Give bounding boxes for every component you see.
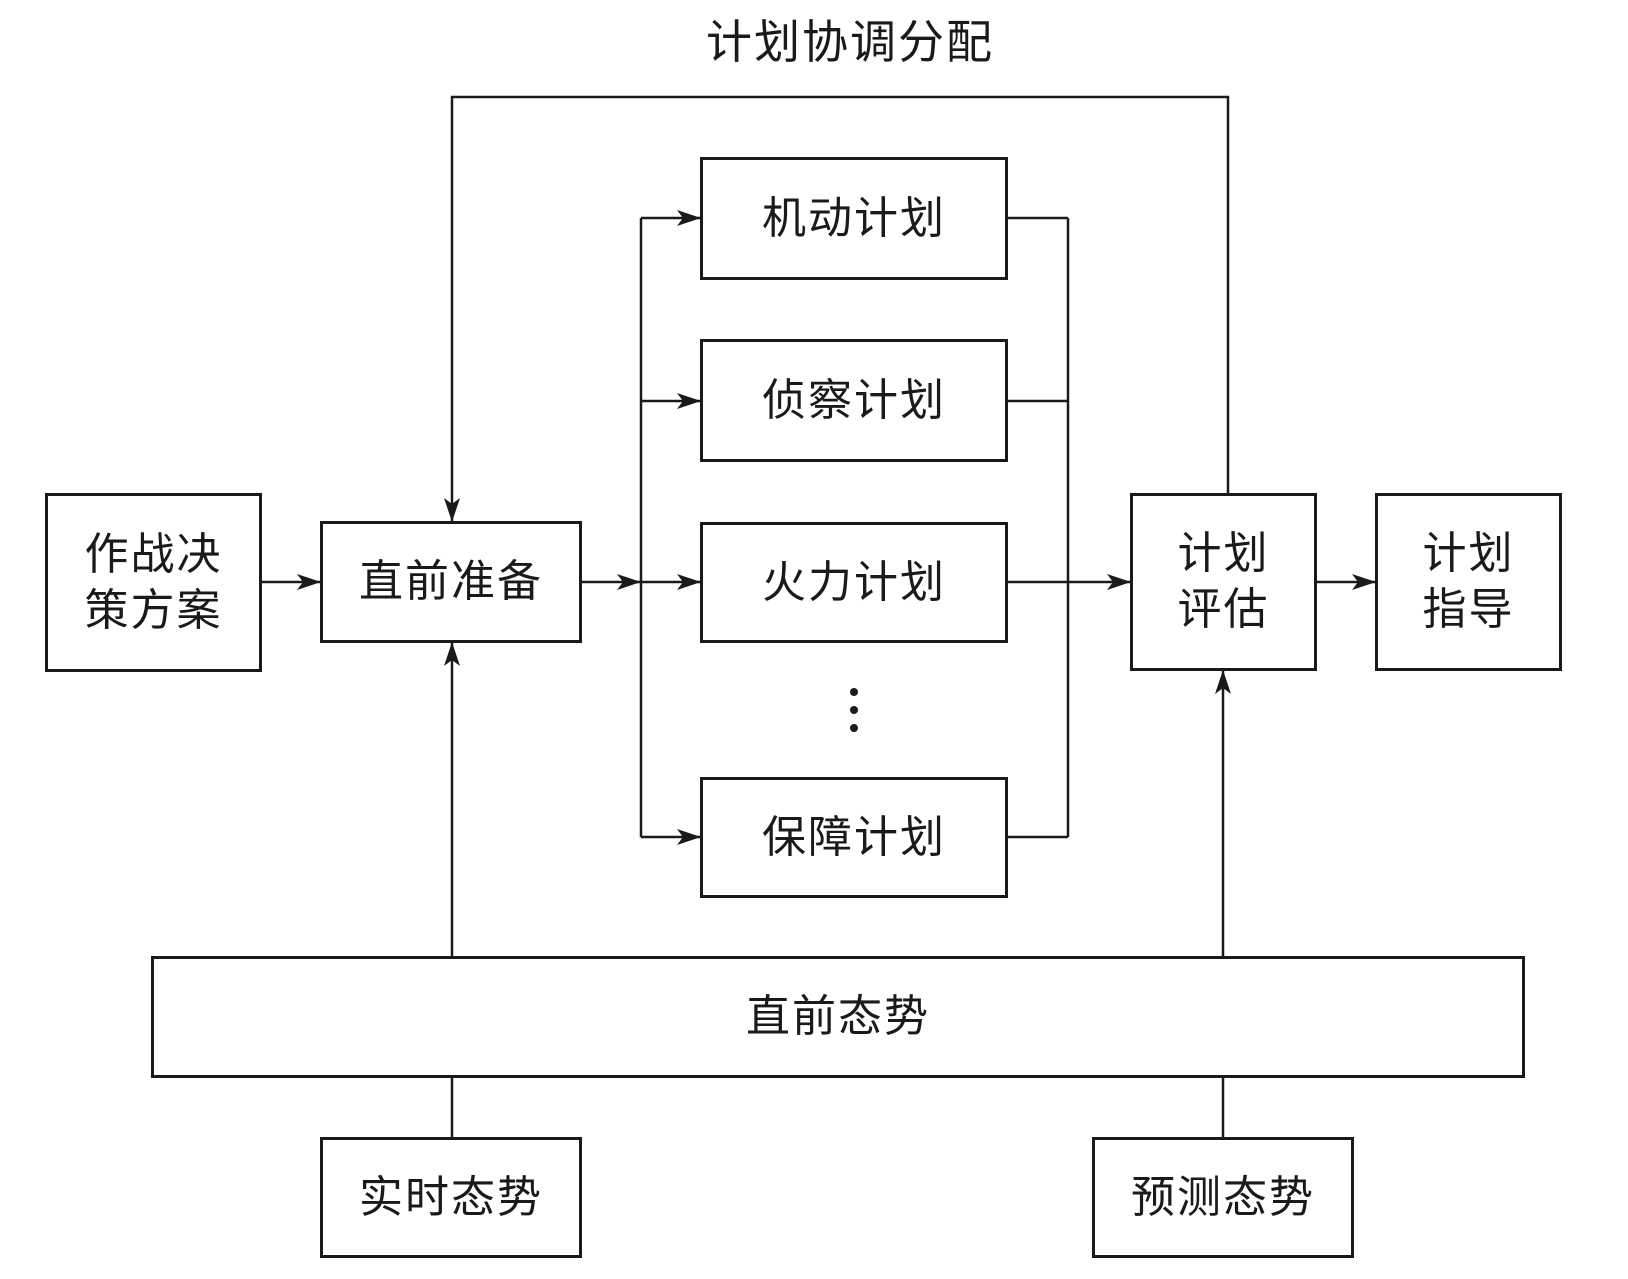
ellipsis-dot	[850, 724, 858, 732]
node-label: 计划 指导	[1422, 528, 1515, 635]
node-label: 计划 评估	[1177, 528, 1270, 635]
node-support-plan: 保障计划	[700, 777, 1008, 898]
edge-feedback-loop	[444, 95, 1230, 522]
node-label: 机动计划	[762, 192, 946, 244]
node-label: 直前态势	[746, 991, 930, 1042]
node-pre-situation: 直前态势	[151, 956, 1525, 1078]
node-predicted-situation: 预测态势	[1092, 1137, 1354, 1258]
feedback-label: 计划协调分配	[706, 15, 994, 69]
ellipsis-dot	[850, 688, 858, 696]
node-label: 火力计划	[762, 556, 946, 608]
node-realtime-situation: 实时态势	[320, 1137, 582, 1258]
node-label: 保障计划	[762, 811, 946, 863]
node-label: 侦察计划	[762, 374, 946, 426]
node-maneuver-plan: 机动计划	[700, 157, 1008, 280]
node-decision-plan: 作战决 策方案	[45, 493, 262, 672]
node-label: 实时态势	[359, 1171, 543, 1223]
node-fire-plan: 火力计划	[700, 522, 1008, 643]
ellipsis-dot	[850, 706, 858, 714]
node-label: 直前准备	[359, 556, 543, 607]
node-plan-evaluation: 计划 评估	[1130, 493, 1317, 671]
node-label: 作战决 策方案	[84, 528, 223, 636]
node-pre-preparation: 直前准备	[320, 521, 582, 643]
node-plan-guidance: 计划 指导	[1375, 493, 1562, 671]
node-recon-plan: 侦察计划	[700, 339, 1008, 462]
node-label: 预测态势	[1131, 1171, 1315, 1223]
